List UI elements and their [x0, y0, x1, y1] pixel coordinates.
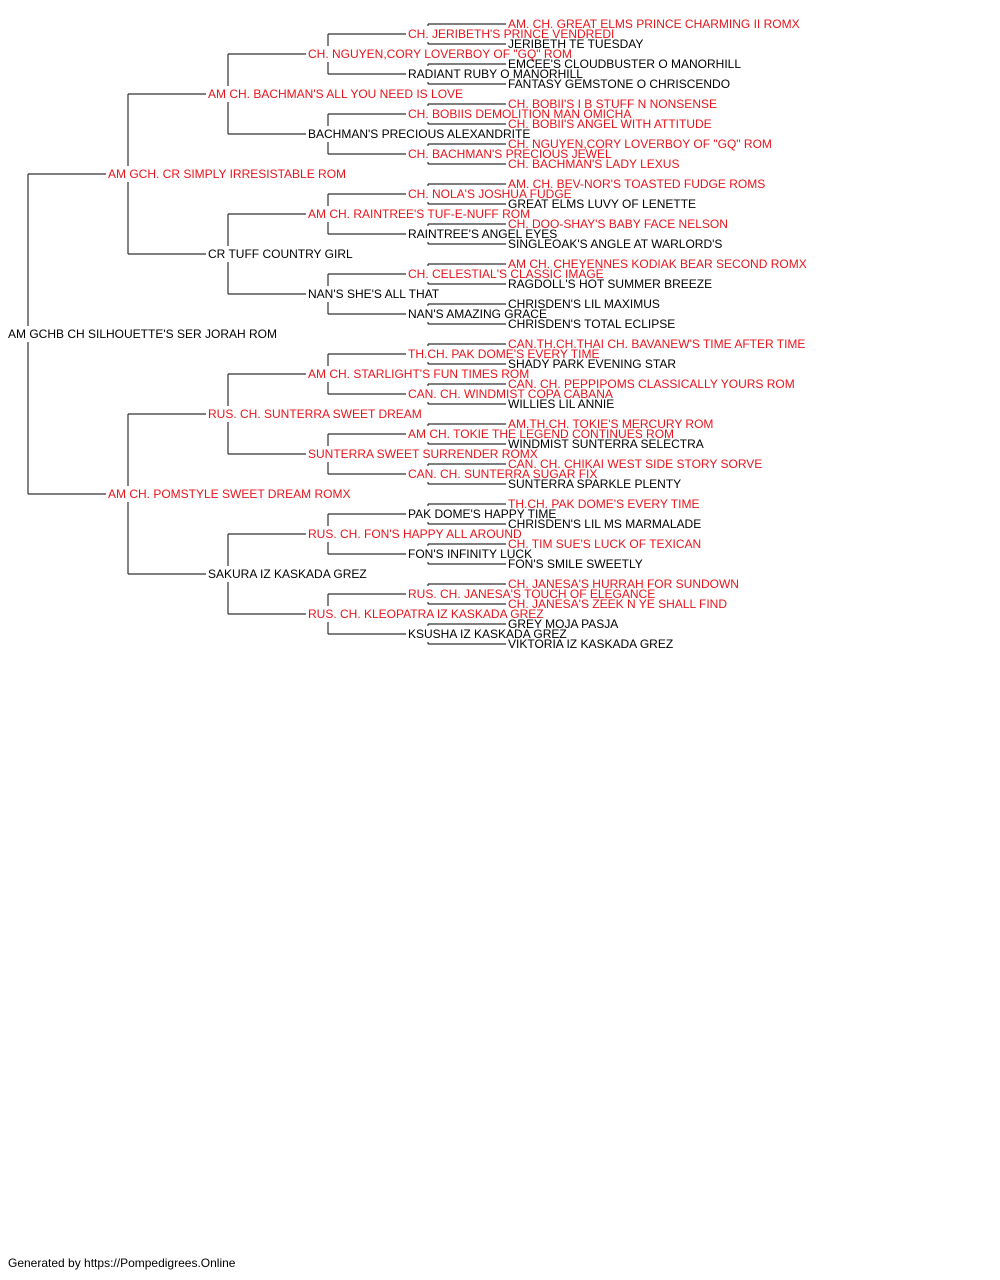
dam-sire-dam-name: SUNTERRA SWEET SURRENDER ROMX	[308, 447, 538, 461]
dam-dam-sire-name: RUS. CH. FON'S HAPPY ALL AROUND	[308, 527, 522, 541]
sire-sire-sire-name: CH. NGUYEN,CORY LOVERBOY OF "GQ" ROM	[308, 47, 572, 61]
sire-sire-sire-sire-sire-name: AM. CH. GREAT ELMS PRINCE CHARMING II RO…	[508, 17, 800, 31]
dam-sire-dam-sire-sire-name: AM.TH.CH. TOKIE'S MERCURY ROM	[508, 417, 713, 431]
dam-dam-sire-sire-sire-name: TH.CH. PAK DOME'S EVERY TIME	[508, 497, 699, 511]
sire-sire-sire-dam-sire-name: EMCEE'S CLOUDBUSTER O MANORHILL	[508, 57, 741, 71]
dam-dam-sire-dam-dam-name: FON'S SMILE SWEETLY	[508, 557, 643, 571]
sire-dam-sire-sire-dam-name: GREAT ELMS LUVY OF LENETTE	[508, 197, 696, 211]
dam-sire-sire-sire-dam-name: SHADY PARK EVENING STAR	[508, 357, 676, 371]
sire-sire-dam-dam-name: CH. BACHMAN'S PRECIOUS JEWEL	[408, 147, 612, 161]
dam-sire-dam-sire-name: AM CH. TOKIE THE LEGEND CONTINUES ROM	[408, 427, 674, 441]
dam-sire-dam-dam-dam-name: SUNTERRA SPARKLE PLENTY	[508, 477, 681, 491]
dam-dam-dam-sire-sire-name: CH. JANESA'S HURRAH FOR SUNDOWN	[508, 577, 739, 591]
sire-sire-dam-sire-dam-name: CH. BOBII'S ANGEL WITH ATTITUDE	[508, 117, 712, 131]
sire-dam-dam-dam-dam-name: CHRISDEN'S TOTAL ECLIPSE	[508, 317, 675, 331]
dam-sire-sire-sire-name: TH.CH. PAK DOME'S EVERY TIME	[408, 347, 599, 361]
dam-dam-sire-sire-name: PAK DOME'S HAPPY TIME	[408, 507, 556, 521]
sire-dam-dam-sire-name: CH. CELESTIAL'S CLASSIC IMAGE	[408, 267, 604, 281]
dam-dam-sire-dam-name: FON'S INFINITY LUCK	[408, 547, 532, 561]
sire-sire-sire-sire-dam-name: JERIBETH TE TUESDAY	[508, 37, 643, 51]
dam-sire-dam-sire-dam-name: WINDMIST SUNTERRA SELECTRA	[508, 437, 704, 451]
dam-dam-sire-dam-sire-name: CH. TIM SUE'S LUCK OF TEXICAN	[508, 537, 701, 551]
dam-sire-name: RUS. CH. SUNTERRA SWEET DREAM	[208, 407, 422, 421]
dam-sire-sire-sire-sire-name: CAN.TH.CH.THAI CH. BAVANEW'S TIME AFTER …	[508, 337, 805, 351]
sire-sire-dam-dam-sire-name: CH. NGUYEN,CORY LOVERBOY OF "GQ" ROM	[508, 137, 772, 151]
dam-dam-dam-sire-dam-name: CH. JANESA'S ZEEK N YE SHALL FIND	[508, 597, 727, 611]
dam-sire-sire-name: AM CH. STARLIGHT'S FUN TIMES ROM	[308, 367, 529, 381]
dam-dam-name: SAKURA IZ KASKADA GREZ	[208, 567, 367, 581]
sire-dam-sire-sire-sire-name: AM. CH. BEV-NOR'S TOASTED FUDGE ROMS	[508, 177, 765, 191]
dam-name: AM CH. POMSTYLE SWEET DREAM ROMX	[108, 487, 350, 501]
sire-sire-dam-sire-sire-name: CH. BOBII'S I B STUFF N NONSENSE	[508, 97, 717, 111]
dam-sire-sire-dam-dam-name: WILLIES LIL ANNIE	[508, 397, 614, 411]
sire-dam-dam-dam-name: NAN'S AMAZING GRACE	[408, 307, 547, 321]
dam-dam-dam-name: RUS. CH. KLEOPATRA IZ KASKADA GREZ	[308, 607, 544, 621]
sire-sire-dam-dam-dam-name: CH. BACHMAN'S LADY LEXUS	[508, 157, 679, 171]
sire-sire-dam-name: BACHMAN'S PRECIOUS ALEXANDRITE	[308, 127, 530, 141]
sire-dam-sire-dam-name: RAINTREE'S ANGEL EYES	[408, 227, 557, 241]
sire-sire-sire-sire-name: CH. JERIBETH'S PRINCE VENDREDI	[408, 27, 614, 41]
sire-dam-dam-name: NAN'S SHE'S ALL THAT	[308, 287, 440, 301]
sire-dam-dam-dam-sire-name: CHRISDEN'S LIL MAXIMUS	[508, 297, 660, 311]
sire-sire-sire-dam-name: RADIANT RUBY O MANORHILL	[408, 67, 583, 81]
sire-dam-sire-dam-dam-name: SINGLEOAK'S ANGLE AT WARLORD'S	[508, 237, 722, 251]
dam-dam-dam-dam-dam-name: VIKTORIA IZ KASKADA GREZ	[508, 637, 673, 651]
sire-sire-name: AM CH. BACHMAN'S ALL YOU NEED IS LOVE	[208, 87, 463, 101]
dam-sire-dam-dam-name: CAN. CH. SUNTERRA SUGAR FIX	[408, 467, 597, 481]
dam-sire-dam-dam-sire-name: CAN. CH. CHIKAI WEST SIDE STORY SORVE	[508, 457, 762, 471]
sire-name: AM GCH. CR SIMPLY IRRESISTABLE ROM	[108, 167, 346, 181]
sire-dam-sire-dam-sire-name: CH. DOO-SHAY'S BABY FACE NELSON	[508, 217, 728, 231]
dam-dam-dam-dam-name: KSUSHA IZ KASKADA GREZ	[408, 627, 567, 641]
sire-dam-dam-sire-dam-name: RAGDOLL'S HOT SUMMER BREEZE	[508, 277, 712, 291]
subject-name: AM GCHB CH SILHOUETTE'S SER JORAH ROM	[8, 327, 277, 341]
dam-sire-sire-dam-sire-name: CAN. CH. PEPPIPOMS CLASSICALLY YOURS ROM	[508, 377, 795, 391]
sire-dam-name: CR TUFF COUNTRY GIRL	[208, 247, 353, 261]
dam-dam-dam-sire-name: RUS. CH. JANESA'S TOUCH OF ELEGANCE	[408, 587, 655, 601]
dam-sire-sire-dam-name: CAN. CH. WINDMIST COPA CABANA	[408, 387, 613, 401]
sire-dam-sire-sire-name: CH. NOLA'S JOSHUA FUDGE	[408, 187, 572, 201]
sire-dam-dam-sire-sire-name: AM CH. CHEYENNES KODIAK BEAR SECOND ROMX	[508, 257, 807, 271]
dam-dam-dam-dam-sire-name: GREY MOJA PASJA	[508, 617, 618, 631]
generated-by-footer: Generated by https://Pompedigrees.Online	[8, 1256, 236, 1270]
sire-sire-dam-sire-name: CH. BOBIIS DEMOLITION MAN OMICHA	[408, 107, 631, 121]
sire-dam-sire-name: AM CH. RAINTREE'S TUF-E-NUFF ROM	[308, 207, 530, 221]
dam-dam-sire-sire-dam-name: CHRISDEN'S LIL MS MARMALADE	[508, 517, 701, 531]
sire-sire-sire-dam-dam-name: FANTASY GEMSTONE O CHRISCENDO	[508, 77, 730, 91]
